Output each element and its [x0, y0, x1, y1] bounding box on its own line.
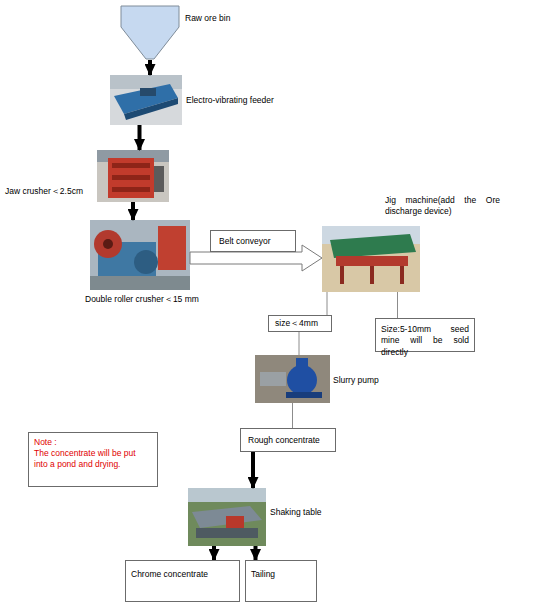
- pump-motor: [260, 372, 286, 386]
- roller-crusher-floor: [90, 276, 190, 290]
- note-box: Note :The concentrate will be put into a…: [28, 432, 158, 487]
- roller-crusher-photo: [90, 220, 190, 290]
- roller-crusher-hub: [103, 239, 113, 249]
- table-deck: [192, 506, 262, 528]
- pump-photo: [255, 355, 330, 403]
- jig-photo: [322, 226, 420, 292]
- flow-line: [292, 403, 293, 428]
- machine-label: Shaking table: [270, 507, 322, 518]
- flow-arrow: [251, 452, 255, 488]
- jig-leg: [340, 266, 344, 284]
- machine-label: Raw ore bin: [185, 13, 230, 24]
- flow-arrow: [131, 202, 135, 220]
- table-motor: [226, 516, 244, 528]
- roller-crusher-wheel: [94, 230, 122, 258]
- jaw-crusher-body: [108, 158, 154, 198]
- ore-bin: Raw ore bin: [120, 5, 180, 60]
- machine-label: Jaw crusher＜2.5cm: [5, 186, 83, 197]
- box-text: size＜4mm: [275, 318, 318, 329]
- jaw-crusher: Jaw crusher＜2.5cm: [97, 150, 169, 202]
- product-box: Chrome concentrate: [125, 560, 240, 602]
- feeder-motor: [140, 88, 156, 96]
- flow-arrow: [254, 546, 258, 560]
- hopper-outline: [121, 6, 179, 59]
- box-text: Tailing: [251, 569, 275, 580]
- feeder-machine: Electro-vibrating feeder: [110, 75, 182, 125]
- box-text: Size:5-10mm seed mine will be sold direc…: [381, 324, 469, 358]
- jig-machine: Jig machine(add the Ore discharge device…: [322, 226, 420, 292]
- box-text: Rough concentrate: [248, 435, 320, 446]
- jig-frame: [336, 256, 408, 266]
- jaw-crusher-rib: [112, 187, 150, 192]
- conveyor-box: Belt conveyor: [210, 230, 296, 252]
- roller-crusher-roll: [134, 250, 158, 274]
- jaw-crusher-rib: [112, 175, 150, 180]
- machine-label: Slurry pump: [333, 375, 379, 386]
- jig-tray: [330, 234, 416, 258]
- pump-outlet: [296, 358, 308, 368]
- hopper-shape: [120, 5, 180, 60]
- roller-crusher: Double roller crusher＜15 mm: [90, 220, 190, 290]
- flow-line: [327, 292, 328, 315]
- flow-line: [397, 292, 398, 318]
- box-body-text: The concentrate will be put into a pond …: [34, 448, 146, 471]
- process-box: Rough concentrate: [240, 428, 336, 452]
- product-box: Tailing: [245, 560, 317, 602]
- machine-label: Electro-vibrating feeder: [186, 95, 274, 106]
- machine-label: Double roller crusher＜15 mm: [85, 294, 199, 305]
- flow-arrow: [212, 546, 216, 560]
- box-text: Belt conveyor: [219, 236, 271, 247]
- pump-casing: [287, 365, 317, 395]
- table-photo: [188, 488, 266, 546]
- machine-label: Jig machine(add the Ore discharge device…: [385, 195, 500, 218]
- box-text: Note :: [34, 437, 152, 448]
- jaw-crusher-wheel: [154, 166, 164, 192]
- size-box: size＜4mm: [268, 315, 332, 332]
- flow-line: [299, 332, 300, 355]
- feeder-base: [124, 98, 178, 120]
- table-stand: [196, 528, 258, 538]
- flow-arrow: [138, 125, 142, 150]
- seed-mine-box: Size:5-10mm seed mine will be sold direc…: [375, 318, 475, 352]
- jig-leg: [400, 266, 404, 284]
- table-photo-sky: [188, 488, 266, 502]
- jig-leg: [370, 266, 374, 284]
- feeder-photo: [110, 75, 182, 125]
- roller-crusher-jaw: [158, 226, 186, 270]
- slurry-pump: Slurry pump: [255, 355, 330, 403]
- box-text: Chrome concentrate: [131, 569, 208, 580]
- shaking-table: Shaking table: [188, 488, 266, 546]
- pump-base: [286, 392, 322, 398]
- jaw-crusher-rib: [112, 163, 150, 168]
- jaw-crusher-photo: [97, 150, 169, 202]
- flow-arrow: [148, 60, 152, 75]
